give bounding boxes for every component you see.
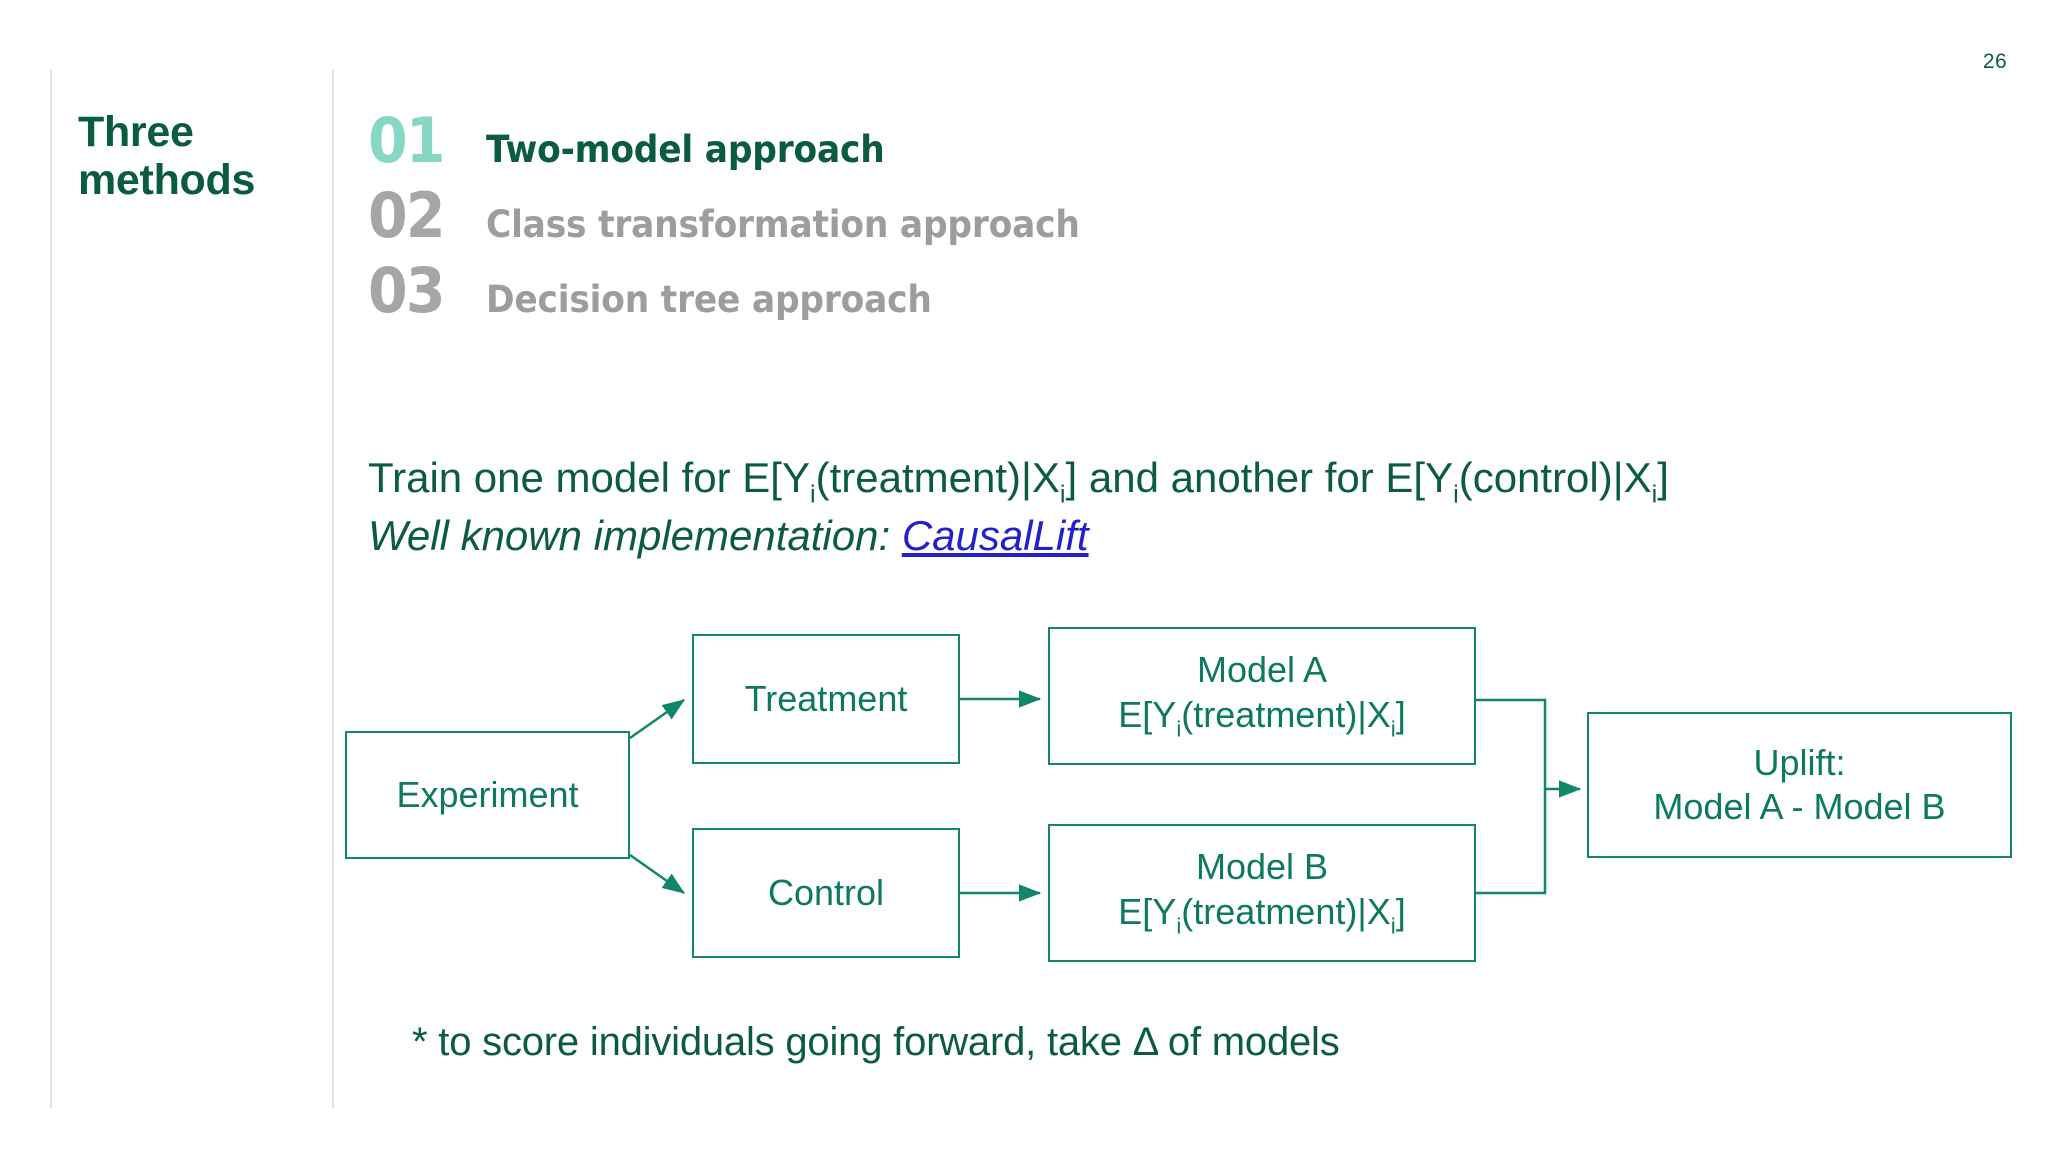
method-item-03[interactable]: 03 Decision tree approach (368, 253, 1668, 327)
model-a-formula-part1: E[Y (1118, 693, 1177, 735)
train-subscript-3: i (1453, 480, 1459, 509)
section-title-line2: methods (78, 156, 256, 205)
method-item-02[interactable]: 02 Class transformation approach (368, 178, 1668, 252)
method-label-02: Class transformation approach (486, 202, 1080, 246)
vertical-divider-left (50, 70, 52, 1108)
experiment-label: Experiment (396, 773, 579, 815)
train-text-part5: ] (1657, 454, 1669, 501)
train-subscript-1: i (809, 480, 816, 509)
method-number-03: 03 (368, 253, 446, 327)
footnote-text: * to score individuals going forward, ta… (412, 1020, 1340, 1064)
model-b-formula-part2: (treatment)|X (1181, 890, 1391, 932)
model-a-subscript-1: i (1176, 716, 1182, 742)
connector-experiment-control (629, 853, 686, 895)
method-list: 01 Two-model approach 02 Class transform… (368, 104, 1668, 337)
uplift-title: Uplift: (1753, 741, 1846, 783)
diagram-box-experiment[interactable]: Experiment (345, 731, 630, 859)
train-text-part1: Train one model for E[Y (368, 454, 810, 501)
model-b-formula-part3: ] (1395, 890, 1406, 932)
model-a-formula-part2: (treatment)|X (1181, 693, 1391, 735)
model-a-formula: E[Yi(treatment)|Xi] (1118, 694, 1405, 743)
diagram-box-uplift[interactable]: Uplift: Model A - Model B (1587, 712, 2012, 858)
uplift-formula: Model A - Model B (1653, 786, 1946, 827)
section-title-line1: Three (78, 108, 194, 156)
train-subscript-4: i (1651, 480, 1658, 509)
method-label-03: Decision tree approach (486, 277, 932, 321)
model-b-formula: E[Yi(treatment)|Xi] (1118, 891, 1405, 940)
vertical-divider-right (332, 70, 334, 1108)
model-a-formula-part3: ] (1395, 693, 1406, 735)
body-line-train: Train one model for E[Yi(treatment)|Xi] … (368, 452, 1988, 510)
control-label: Control (767, 871, 885, 913)
causallift-link[interactable]: CausalLift (901, 512, 1089, 560)
model-b-subscript-2: i (1390, 913, 1396, 939)
diagram-box-model-a[interactable]: Model A E[Yi(treatment)|Xi] (1048, 627, 1476, 765)
connector-merge-bracket (1476, 698, 1547, 895)
diagram-box-treatment[interactable]: Treatment (692, 634, 960, 764)
method-number-02: 02 (368, 178, 446, 252)
method-item-01[interactable]: 01 Two-model approach (368, 104, 1668, 177)
model-b-formula-part1: E[Y (1118, 890, 1177, 932)
treatment-label: Treatment (744, 677, 908, 719)
method-number-01: 01 (368, 104, 446, 177)
connector-experiment-treatment (629, 698, 686, 740)
diagram-box-model-b[interactable]: Model B E[Yi(treatment)|Xi] (1048, 824, 1476, 962)
diagram-box-control[interactable]: Control (692, 828, 960, 958)
model-a-subscript-2: i (1390, 716, 1396, 742)
train-text-part2: (treatment)|X (815, 454, 1060, 501)
model-a-title: Model A (1196, 649, 1328, 691)
train-text-part3: ] and another for E[Y (1065, 454, 1454, 501)
page-number: 26 (1982, 50, 2008, 73)
model-b-title: Model B (1195, 846, 1329, 888)
body-text: Train one model for E[Yi(treatment)|Xi] … (368, 452, 1988, 562)
implementation-prefix: Well known implementation: (368, 512, 902, 560)
model-b-subscript-1: i (1176, 913, 1182, 939)
body-line-implementation: Well known implementation: CausalLift (368, 510, 1988, 561)
train-subscript-2: i (1059, 480, 1066, 509)
train-text-part4: (control)|X (1458, 454, 1652, 501)
method-label-01: Two-model approach (486, 128, 885, 171)
